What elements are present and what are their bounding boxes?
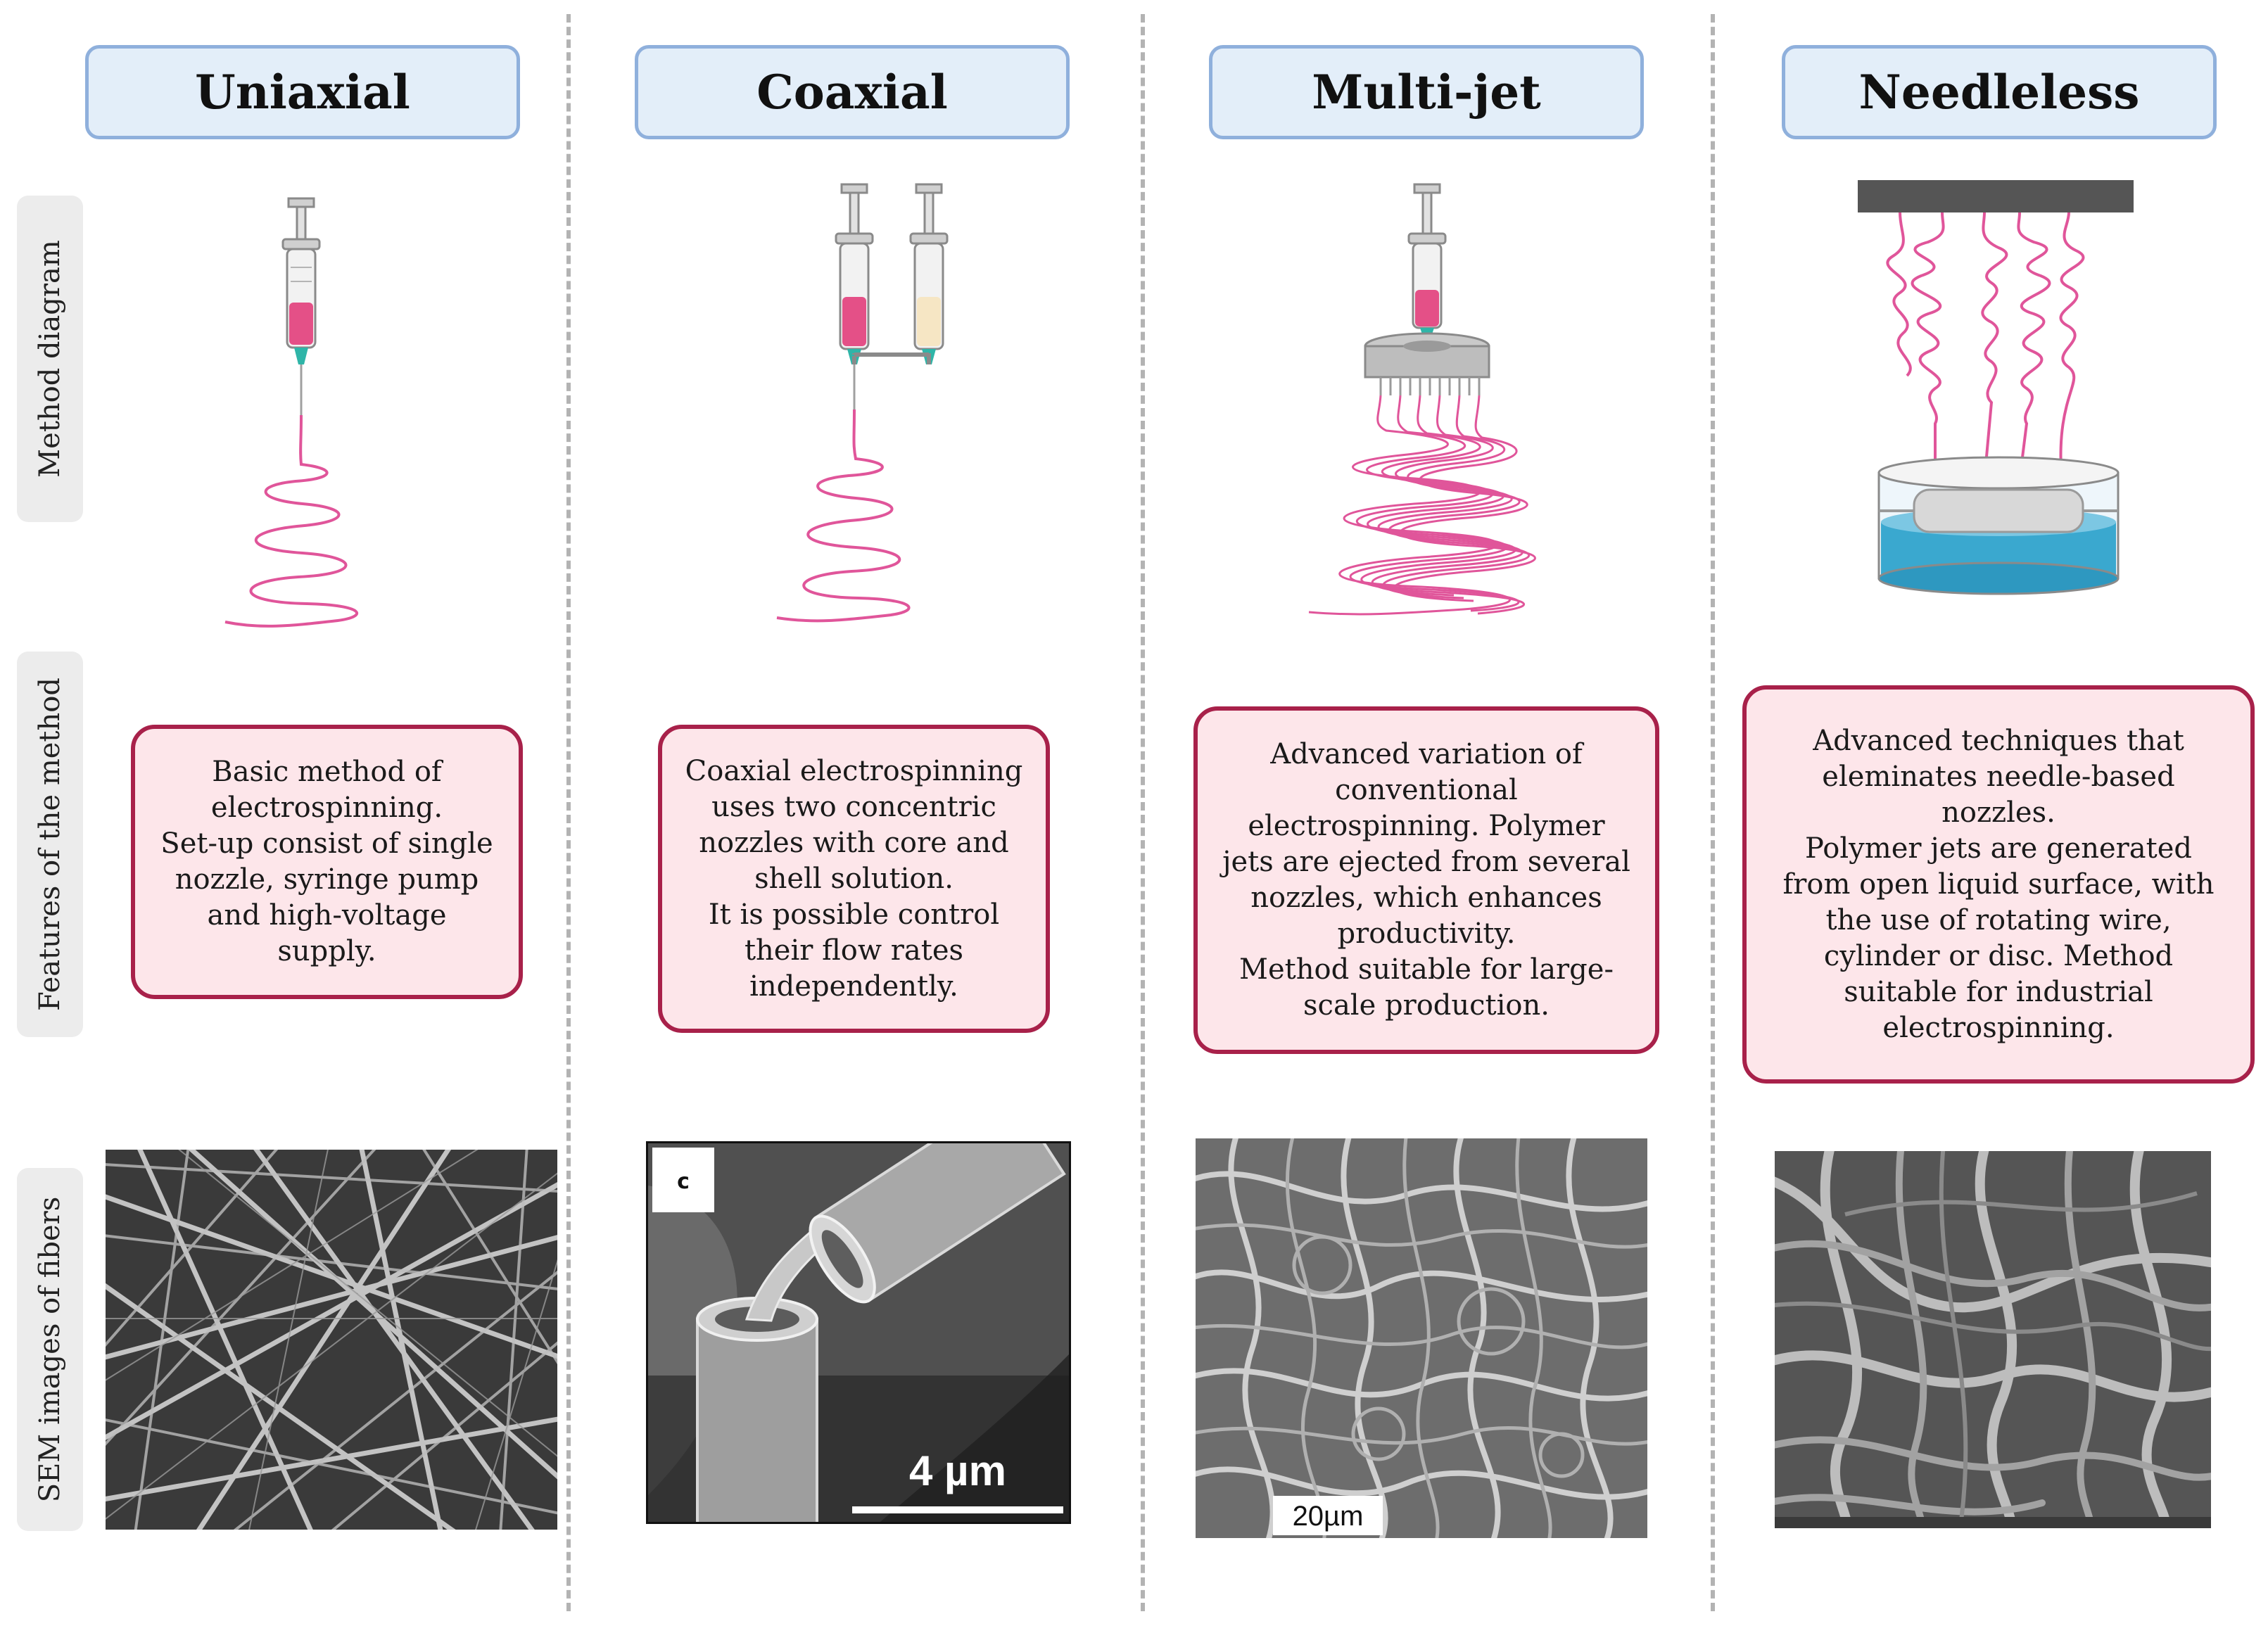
feature-line: uses two concentric bbox=[711, 790, 996, 823]
column-divider bbox=[566, 14, 571, 1611]
column-divider bbox=[1141, 14, 1145, 1611]
row-label-text: SEM images of fibers bbox=[34, 1196, 66, 1503]
liquid-bath-icon bbox=[1877, 456, 2120, 595]
fiber-jet bbox=[776, 409, 911, 623]
panel-label-box bbox=[652, 1148, 714, 1212]
feature-line: cylinder or disc. Method bbox=[1823, 939, 2174, 972]
uniaxial-diagram bbox=[224, 197, 359, 628]
spinneret-icon bbox=[1364, 332, 1490, 379]
features-needleless: Advanced techniques that eleminates need… bbox=[1742, 685, 2255, 1084]
row-label-sem: SEM images of fibers bbox=[17, 1168, 83, 1531]
header-multi-jet: Multi-jet bbox=[1209, 45, 1644, 139]
feature-line: Basic method of bbox=[212, 756, 442, 788]
scale-label: 20µm bbox=[1293, 1501, 1364, 1532]
feature-line: from open liquid surface, with bbox=[1782, 868, 2215, 901]
sem-image-multi-jet: 20µm bbox=[1196, 1138, 1647, 1538]
header-uniaxial: Uniaxial bbox=[85, 45, 520, 139]
feature-line: conventional bbox=[1335, 774, 1518, 806]
scale-label-box bbox=[1273, 1496, 1383, 1535]
feature-line: and high-voltage bbox=[207, 899, 447, 932]
connector-tube bbox=[854, 352, 931, 364]
sem-image-needleless bbox=[1775, 1151, 2211, 1528]
feature-line: Polymer jets are generated bbox=[1805, 832, 2192, 865]
features-coaxial: Coaxial electrospinning uses two concent… bbox=[658, 725, 1050, 1033]
features-uniaxial: Basic method of electrospinning. Set-up … bbox=[131, 725, 523, 999]
feature-line: Coaxial electrospinning bbox=[685, 754, 1023, 787]
feature-line: nozzles. bbox=[1941, 796, 2055, 829]
feature-line: their flow rates bbox=[744, 934, 964, 967]
scale-label: 4 µm bbox=[909, 1447, 1006, 1494]
panel-label: c bbox=[677, 1169, 690, 1194]
sem-info-bar bbox=[1775, 1517, 2211, 1528]
multi-jet-diagram bbox=[1308, 183, 1536, 616]
feature-line: nozzle, syringe pump bbox=[175, 863, 479, 896]
header-coaxial: Coaxial bbox=[635, 45, 1070, 139]
nozzle-array bbox=[1379, 377, 1481, 395]
features-multi-jet: Advanced variation of conventional elect… bbox=[1193, 706, 1659, 1054]
needleless-diagram bbox=[1858, 180, 2134, 595]
syringe-icon bbox=[281, 197, 321, 415]
feature-line: the use of rotating wire, bbox=[1825, 903, 2172, 936]
syringe-icon bbox=[1407, 183, 1447, 341]
feature-line: supply. bbox=[277, 935, 376, 967]
fiber-shell bbox=[809, 1143, 1066, 1304]
feature-line: electrospinning. bbox=[210, 792, 443, 824]
row-label-features: Features of the method bbox=[17, 652, 83, 1037]
fiber-jet bbox=[224, 414, 359, 628]
feature-line: Method suitable for large- bbox=[1239, 953, 1614, 986]
syringe-icon bbox=[909, 183, 949, 364]
coaxial-diagram bbox=[776, 183, 949, 623]
feature-line: It is possible control bbox=[708, 898, 1000, 931]
feature-line: scale production. bbox=[1303, 989, 1550, 1022]
header-needleless: Needleless bbox=[1782, 45, 2217, 139]
fiber-shell bbox=[696, 1297, 818, 1522]
feature-line: independently. bbox=[749, 970, 958, 1003]
sem-image-coaxial: c 4 µm bbox=[646, 1141, 1071, 1524]
row-label-text: Method diagram bbox=[34, 240, 66, 478]
feature-line: suitable for industrial bbox=[1844, 975, 2153, 1008]
feature-line: Advanced techniques that bbox=[1813, 724, 2184, 757]
collector-plate bbox=[1858, 180, 2134, 212]
row-label-method-diagram: Method diagram bbox=[17, 196, 83, 522]
feature-line: nozzles, which enhances bbox=[1250, 882, 1602, 914]
fiber-jets bbox=[1308, 395, 1536, 616]
feature-line: electrospinning. bbox=[1882, 1011, 2115, 1044]
feature-line: electrospinning. Polymer bbox=[1248, 810, 1605, 842]
feature-line: Set-up consist of single bbox=[160, 827, 493, 860]
feature-line: shell solution. bbox=[754, 862, 954, 895]
sem-image-uniaxial bbox=[106, 1150, 557, 1530]
feature-line: productivity. bbox=[1337, 917, 1516, 950]
feature-line: eleminates needle-based bbox=[1822, 760, 2175, 793]
feature-line: jets are ejected from several bbox=[1222, 846, 1630, 878]
syringe-icon bbox=[835, 183, 874, 364]
fiber-jets bbox=[1886, 212, 2085, 481]
scale-bar bbox=[852, 1506, 1063, 1513]
row-label-text: Features of the method bbox=[34, 678, 66, 1011]
feature-line: nozzles with core and bbox=[699, 826, 1009, 859]
feature-line: Advanced variation of bbox=[1270, 738, 1583, 770]
column-divider bbox=[1711, 14, 1715, 1611]
